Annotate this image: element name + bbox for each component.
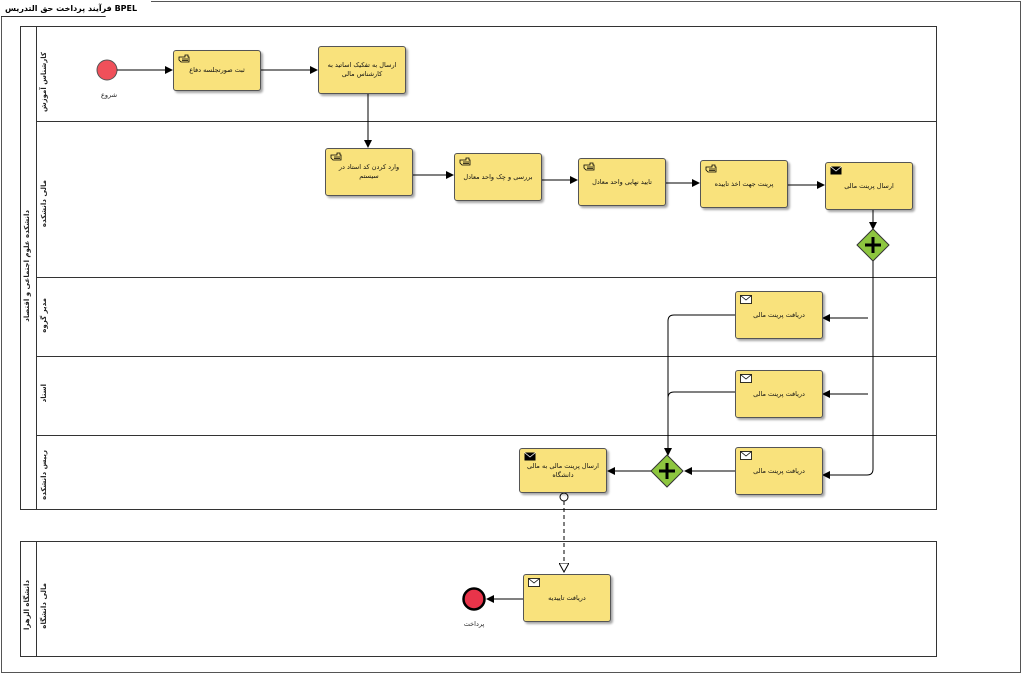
task-receive-printout-dean[interactable]: دریافت پرینت مالی	[735, 447, 823, 495]
task-label: دریافت پرینت مالی	[753, 310, 805, 319]
task-label: بررسی و چک واحد معادل	[463, 172, 533, 181]
task-label: ثبت صورتجلسه دفاع	[189, 66, 245, 75]
pool-faculty-header-divider	[36, 26, 37, 510]
task-send-financial-printout[interactable]: ارسال پرینت مالی	[825, 162, 913, 210]
start-event-label: شروع	[100, 91, 118, 99]
pool-faculty	[20, 26, 937, 510]
lane-divider-1	[36, 121, 937, 122]
task-check-equivalent-units[interactable]: بررسی و چک واحد معادل	[454, 153, 542, 201]
hand-icon	[583, 162, 595, 171]
lane-divider-4	[36, 435, 937, 436]
hand-icon	[705, 164, 717, 173]
task-send-to-finance-expert[interactable]: ارسال به تفکیک اساتید به کارشناس مالی	[318, 46, 406, 94]
lane-divider-2	[36, 277, 937, 278]
hand-icon	[178, 54, 190, 63]
task-label: تایید نهایی واحد معادل	[592, 177, 652, 186]
end-event[interactable]	[462, 587, 486, 611]
task-label: وارد کردن کد استاد در سیستم	[338, 163, 400, 180]
task-final-approval-units[interactable]: تایید نهایی واحد معادل	[578, 158, 666, 206]
parallel-split-gateway[interactable]	[856, 228, 890, 262]
flow-split-to-t10	[822, 468, 874, 479]
task-label: ارسال به تفکیک اساتید به کارشناس مالی	[327, 61, 397, 78]
task-send-to-university-finance[interactable]: ارسال پرینت مالی به مالی دانشگاه	[519, 448, 607, 493]
envelope-outline-icon	[740, 374, 752, 383]
envelope-outline-icon	[740, 295, 752, 304]
message-flow-source	[559, 492, 569, 502]
diagram-title: فرآیند پرداخت حق التدریس BPEL	[1, 1, 152, 16]
task-label: دریافت پرینت مالی	[753, 466, 805, 475]
task-record-defense-minutes[interactable]: ثبت صورتجلسه دفاع	[173, 50, 261, 91]
start-event[interactable]	[96, 59, 118, 81]
pool-university-header-divider	[36, 541, 37, 657]
task-label: ارسال پرینت مالی به مالی دانشگاه	[527, 461, 599, 479]
task-receive-printout-professor[interactable]: دریافت پرینت مالی	[735, 370, 823, 418]
envelope-outline-icon	[740, 451, 752, 460]
hand-icon	[459, 157, 471, 166]
lane-divider-3	[36, 356, 937, 357]
task-label: پرینت جهت اخذ تاییده	[714, 179, 774, 188]
task-receive-printout-head[interactable]: دریافت پرینت مالی	[735, 291, 823, 339]
end-event-label: پرداخت	[463, 620, 485, 628]
flow-t8-to-join	[664, 314, 736, 456]
hand-icon	[330, 152, 342, 161]
task-label: دریافت تاییدیه	[548, 593, 586, 602]
task-label: ارسال پرینت مالی	[844, 181, 894, 190]
parallel-join-gateway[interactable]	[650, 454, 684, 488]
envelope-filled-icon	[524, 452, 536, 461]
task-label: دریافت پرینت مالی	[753, 389, 805, 398]
task-print-for-approval[interactable]: پرینت جهت اخذ تاییده	[700, 160, 788, 208]
flow-t9-to-join	[667, 391, 736, 455]
task-receive-confirmation[interactable]: دریافت تاییدیه	[523, 574, 611, 622]
envelope-outline-icon	[528, 578, 540, 587]
envelope-filled-icon	[830, 166, 842, 175]
task-enter-professor-code[interactable]: وارد کردن کد استاد در سیستم	[325, 148, 413, 196]
